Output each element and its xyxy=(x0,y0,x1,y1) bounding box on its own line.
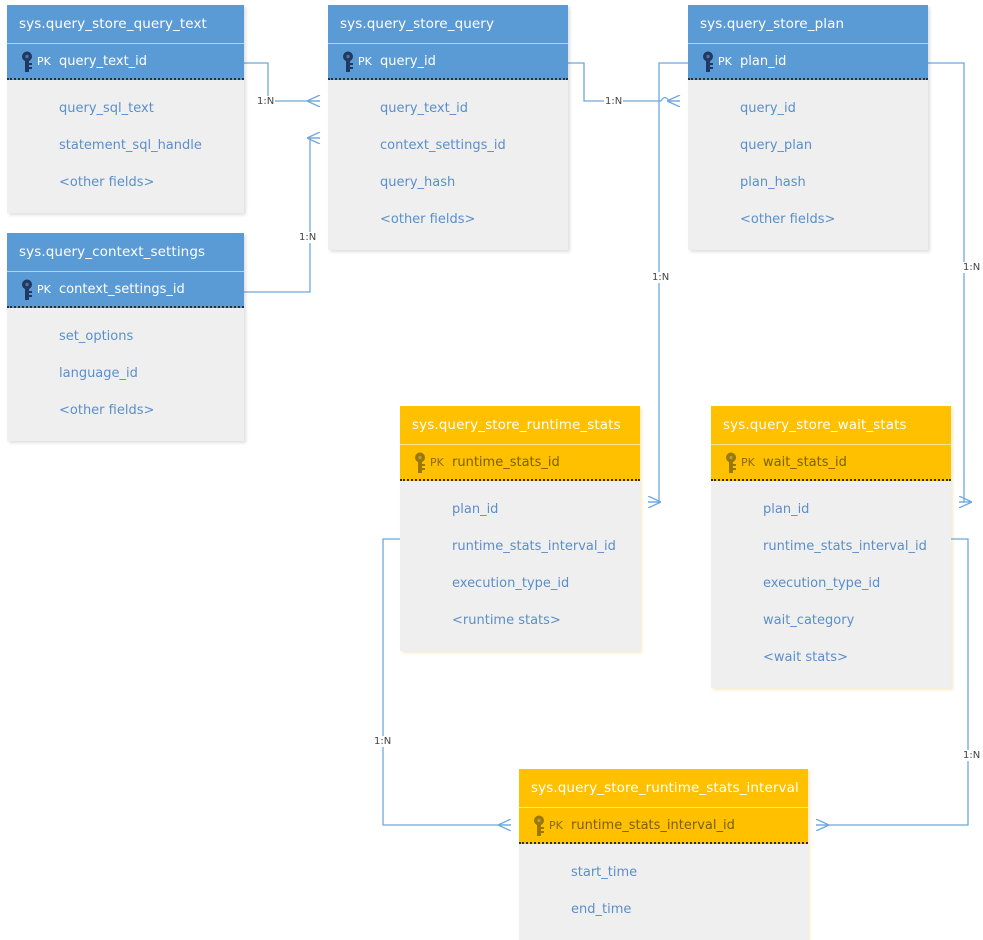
field-row[interactable]: query_id xyxy=(740,101,796,116)
field-row[interactable]: plan_id xyxy=(763,502,810,517)
entity-title-plan: sys.query_store_plan xyxy=(688,5,928,43)
field-row[interactable]: statement_sql_handle xyxy=(59,138,202,153)
key-icon xyxy=(20,279,34,301)
field-row[interactable]: wait_category xyxy=(763,613,855,628)
field-row[interactable]: start_time xyxy=(571,865,638,880)
key-icon xyxy=(20,51,34,73)
entity-fields-query_text: query_sql_text statement_sql_handle <other… xyxy=(7,80,244,213)
field-row[interactable]: end_time xyxy=(571,902,632,917)
cardinality-label: 1:N xyxy=(256,96,276,107)
cardinality-label: 1:N xyxy=(962,262,982,273)
field-row[interactable]: execution_type_id xyxy=(763,576,881,591)
field-row[interactable]: query_hash xyxy=(380,175,456,190)
connector-query-to-plan xyxy=(568,62,680,101)
entity-title-wait_stats: sys.query_store_wait_stats xyxy=(711,406,951,444)
key-icon xyxy=(532,815,546,837)
key-icon xyxy=(413,452,427,474)
entity-title-runtime_stats: sys.query_store_runtime_stats xyxy=(400,406,640,444)
primary-key-row-wait_stats[interactable]: PK wait_stats_id xyxy=(711,444,951,481)
primary-key-row-context_settings[interactable]: PK context_settings_id xyxy=(7,271,244,308)
pk-badge: PK xyxy=(549,819,563,832)
entity-title-query_text: sys.query_store_query_text xyxy=(7,5,244,43)
pk-field-name: query_text_id xyxy=(59,54,148,69)
entity-fields-runtime_stats_interval: start_time end_time xyxy=(519,844,808,940)
field-row[interactable]: execution_type_id xyxy=(452,576,570,591)
pk-badge: PK xyxy=(718,55,732,68)
connector-context-settings-to-query xyxy=(244,138,320,293)
pk-field-name: runtime_stats_interval_id xyxy=(571,818,735,833)
pk-badge: PK xyxy=(741,456,755,469)
cardinality-label: 1:N xyxy=(373,736,393,747)
entity-title-query: sys.query_store_query xyxy=(328,5,568,43)
primary-key-row-query[interactable]: PK query_id xyxy=(328,43,568,80)
field-row[interactable]: runtime_stats_interval_id xyxy=(763,539,927,554)
entity-title-context_settings: sys.query_context_settings xyxy=(7,233,244,271)
primary-key-row-query_text[interactable]: PK query_text_id xyxy=(7,43,244,80)
cardinality-label: 1:N xyxy=(962,750,982,761)
field-row[interactable]: <other fields> xyxy=(59,403,155,418)
field-row[interactable]: query_text_id xyxy=(380,101,469,116)
primary-key-row-plan[interactable]: PK plan_id xyxy=(688,43,928,80)
pk-badge: PK xyxy=(430,456,444,469)
field-row[interactable]: context_settings_id xyxy=(380,138,506,153)
field-row[interactable]: language_id xyxy=(59,366,138,381)
pk-field-name: context_settings_id xyxy=(59,282,185,297)
pk-field-name: plan_id xyxy=(740,54,787,69)
entity-title-runtime_stats_interval: sys.query_store_runtime_stats_interval xyxy=(519,769,808,807)
key-icon xyxy=(724,452,738,474)
entity-fields-runtime_stats: plan_id runtime_stats_interval_id executio… xyxy=(400,481,640,651)
entity-fields-plan: query_id query_plan plan_hash <other fields… xyxy=(688,80,928,250)
field-row[interactable]: <other fields> xyxy=(59,175,155,190)
field-row[interactable]: set_options xyxy=(59,329,134,344)
cardinality-label: 1:N xyxy=(651,272,671,283)
key-icon xyxy=(341,51,355,73)
field-row[interactable]: <other fields> xyxy=(740,212,836,227)
pk-field-name: wait_stats_id xyxy=(763,455,847,470)
pk-badge: PK xyxy=(358,55,372,68)
cardinality-label: 1:N xyxy=(604,96,624,107)
field-row[interactable]: plan_id xyxy=(452,502,499,517)
cardinality-label: 1:N xyxy=(298,232,318,243)
entity-fields-query: query_text_id context_settings_id query_ha… xyxy=(328,80,568,250)
pk-field-name: query_id xyxy=(380,54,436,69)
primary-key-row-runtime_stats[interactable]: PK runtime_stats_id xyxy=(400,444,640,481)
field-row[interactable]: query_plan xyxy=(740,138,813,153)
pk-field-name: runtime_stats_id xyxy=(452,455,560,470)
key-icon xyxy=(701,51,715,73)
primary-key-row-runtime_stats_interval[interactable]: PK runtime_stats_interval_id xyxy=(519,807,808,844)
field-row[interactable]: <wait stats> xyxy=(763,650,848,665)
field-row[interactable]: <other fields> xyxy=(380,212,476,227)
field-row[interactable]: plan_hash xyxy=(740,175,806,190)
field-row[interactable]: query_sql_text xyxy=(59,101,154,116)
pk-badge: PK xyxy=(37,55,51,68)
field-row[interactable]: runtime_stats_interval_id xyxy=(452,539,616,554)
entity-fields-wait_stats: plan_id runtime_stats_interval_id executio… xyxy=(711,481,951,688)
pk-badge: PK xyxy=(37,283,51,296)
entity-fields-context_settings: set_options language_id <other fields> xyxy=(7,308,244,441)
field-row[interactable]: <runtime stats> xyxy=(452,613,561,628)
